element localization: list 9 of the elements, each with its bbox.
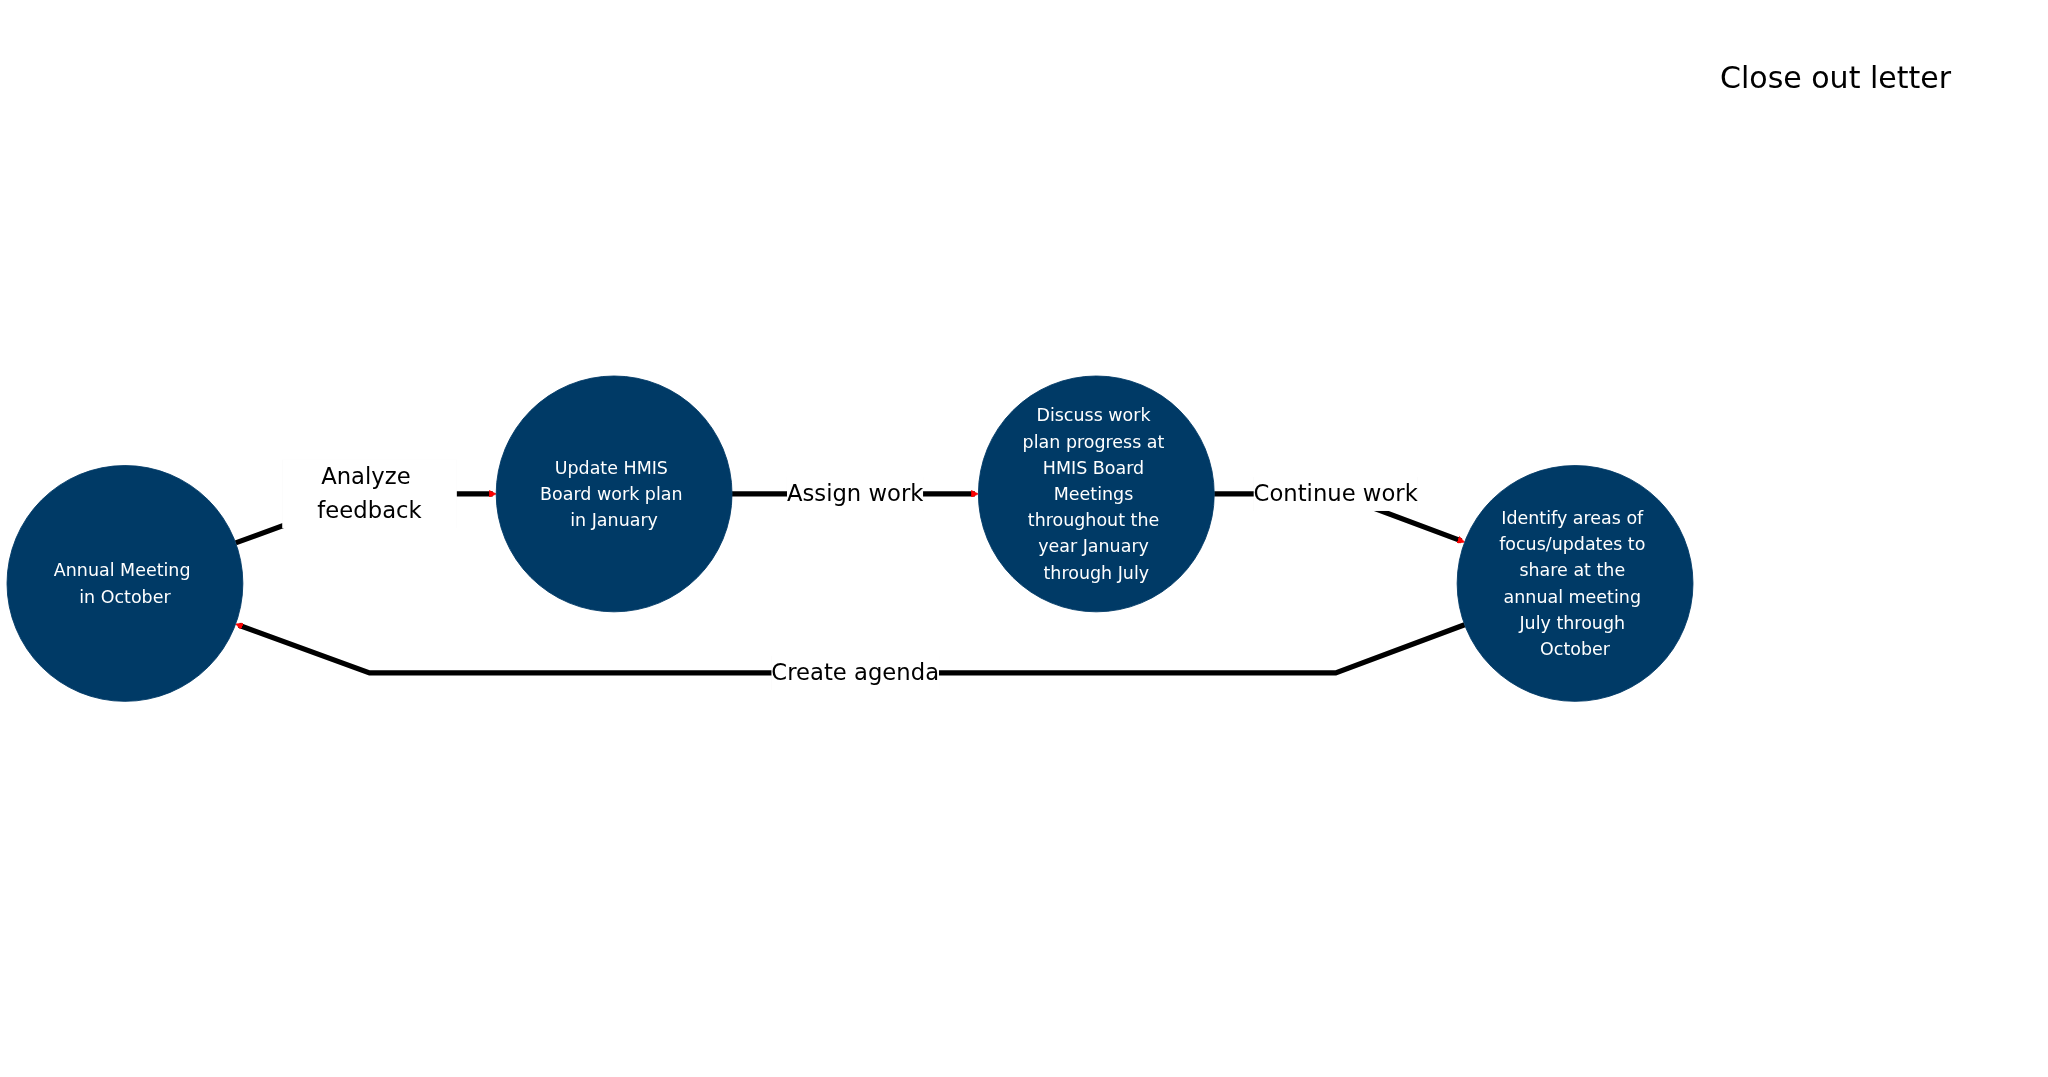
node-circle: Annual Meeting in October (6, 464, 244, 702)
note-text: Close out letter (1720, 60, 1953, 95)
node-circle: Discuss work plan progress at HMIS Board Meetings throughout the year January through July (977, 375, 1215, 613)
edge-label: Continue work (1253, 480, 1418, 507)
edge-label: Create agenda (771, 659, 940, 686)
edge-label: Analyze feedback (317, 463, 422, 524)
node-circle: Update HMIS Board work plan in January (495, 375, 733, 613)
node-circle: Identify areas of focus/updates to share at the annual meeting July through October (1456, 464, 1694, 702)
edge-label: Assign work (786, 480, 924, 507)
